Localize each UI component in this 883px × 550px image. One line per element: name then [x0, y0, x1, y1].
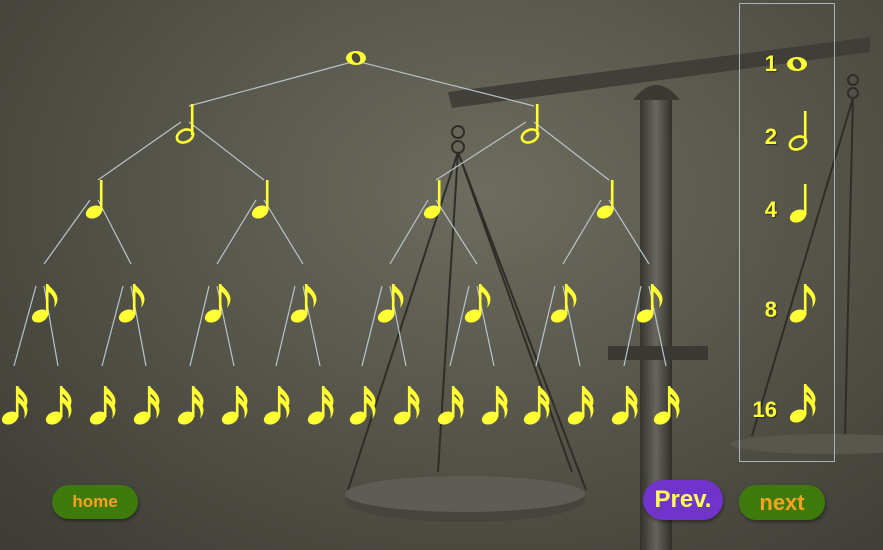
home-button[interactable]: home: [52, 485, 138, 519]
eighth-note: [204, 284, 231, 323]
tree-branch: [435, 121, 527, 181]
tree-branch: [188, 121, 265, 181]
sixteenth-note: [263, 386, 290, 425]
sixteenth-note: [133, 386, 160, 425]
sixteenth-note: [221, 386, 248, 425]
prev-button[interactable]: Prev.: [643, 480, 723, 520]
eighth-note: [377, 284, 404, 323]
sixteenth-note: [393, 386, 420, 425]
tree-branch: [608, 199, 650, 265]
half-note: [520, 104, 540, 144]
tree-branch: [216, 199, 257, 265]
sixteenth-note: [89, 386, 116, 425]
sixteenth-note: [45, 386, 72, 425]
eighth-note: [118, 284, 145, 323]
tree-branch: [188, 61, 353, 107]
legend-count-2: 2: [764, 124, 777, 149]
legend-count-1: 1: [764, 51, 777, 76]
eighth-note: [31, 284, 58, 323]
tree-branch: [389, 199, 429, 265]
tree-branch: [449, 285, 470, 367]
eighth-note: [290, 284, 317, 323]
eighth-note: [550, 284, 577, 323]
tree-branch: [263, 199, 304, 265]
sixteenth-note: [611, 386, 638, 425]
tree-branch: [97, 199, 132, 265]
sixteenth-note: [1, 386, 28, 425]
legend-sixteenth-note: [789, 384, 816, 423]
sixteenth-note: [653, 386, 680, 425]
next-button[interactable]: next: [739, 485, 825, 520]
quarter-note: [85, 180, 103, 219]
legend-count-4: 4: [764, 197, 777, 222]
sixteenth-note: [307, 386, 334, 425]
eighth-note: [636, 284, 663, 323]
tree-branch: [43, 199, 91, 265]
tree-branch: [435, 199, 478, 265]
half-note: [175, 104, 195, 144]
quarter-note: [251, 180, 269, 219]
legend-whole-note: [787, 57, 807, 71]
tree-branch: [101, 285, 124, 367]
sixteenth-note: [437, 386, 464, 425]
eighth-note: [464, 284, 491, 323]
legend-half-note: [788, 111, 808, 151]
tree-branch: [275, 285, 296, 367]
legend-quarter-note: [789, 184, 807, 223]
legend-count-16: 16: [752, 397, 777, 422]
quarter-note: [423, 180, 441, 219]
whole-note: [346, 51, 366, 65]
quarter-note: [596, 180, 614, 219]
legend-eighth-note: [789, 284, 816, 323]
tree-branch: [13, 285, 37, 367]
tree-branch: [97, 121, 182, 181]
note-value-legend: [739, 3, 835, 462]
legend-count-8: 8: [764, 297, 777, 322]
tree-branch: [623, 285, 642, 367]
tree-branch: [361, 285, 383, 367]
sixteenth-note: [523, 386, 550, 425]
sixteenth-note: [349, 386, 376, 425]
tree-branch: [535, 285, 556, 367]
sixteenth-note: [481, 386, 508, 425]
sixteenth-note: [567, 386, 594, 425]
sixteenth-note: [177, 386, 204, 425]
tree-branch: [533, 121, 610, 181]
tree-branch: [359, 61, 535, 107]
tree-branch: [189, 285, 210, 367]
tree-branch: [562, 199, 602, 265]
